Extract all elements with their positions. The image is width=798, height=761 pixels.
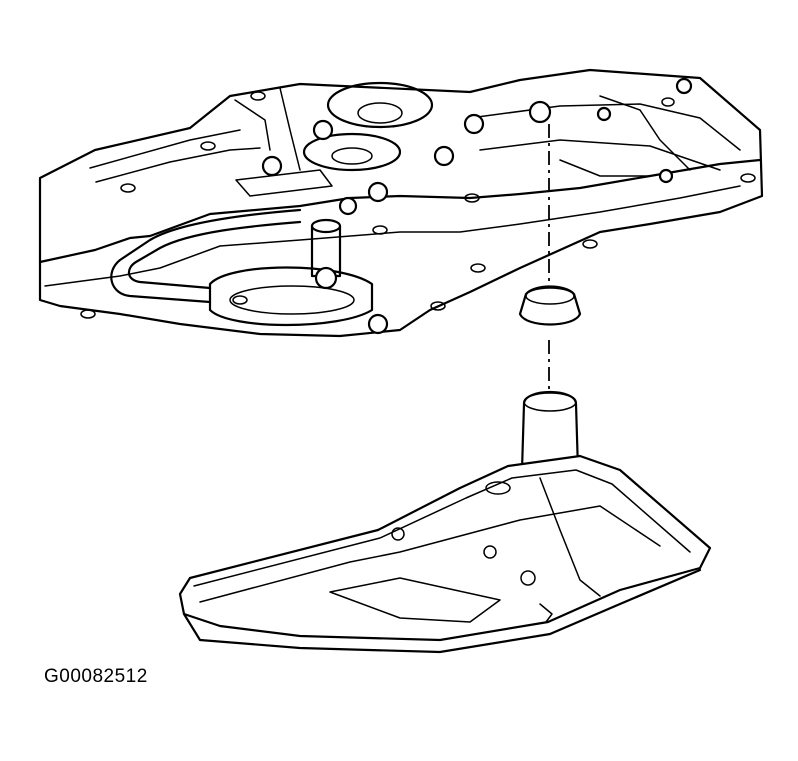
filter-seal bbox=[518, 285, 582, 326]
case-holes bbox=[80, 91, 756, 319]
transmission-fluid-filter bbox=[178, 390, 712, 654]
figure-id-label: G00082512 bbox=[44, 666, 148, 687]
transmission-case bbox=[38, 68, 764, 338]
bolt-heads bbox=[261, 77, 693, 335]
